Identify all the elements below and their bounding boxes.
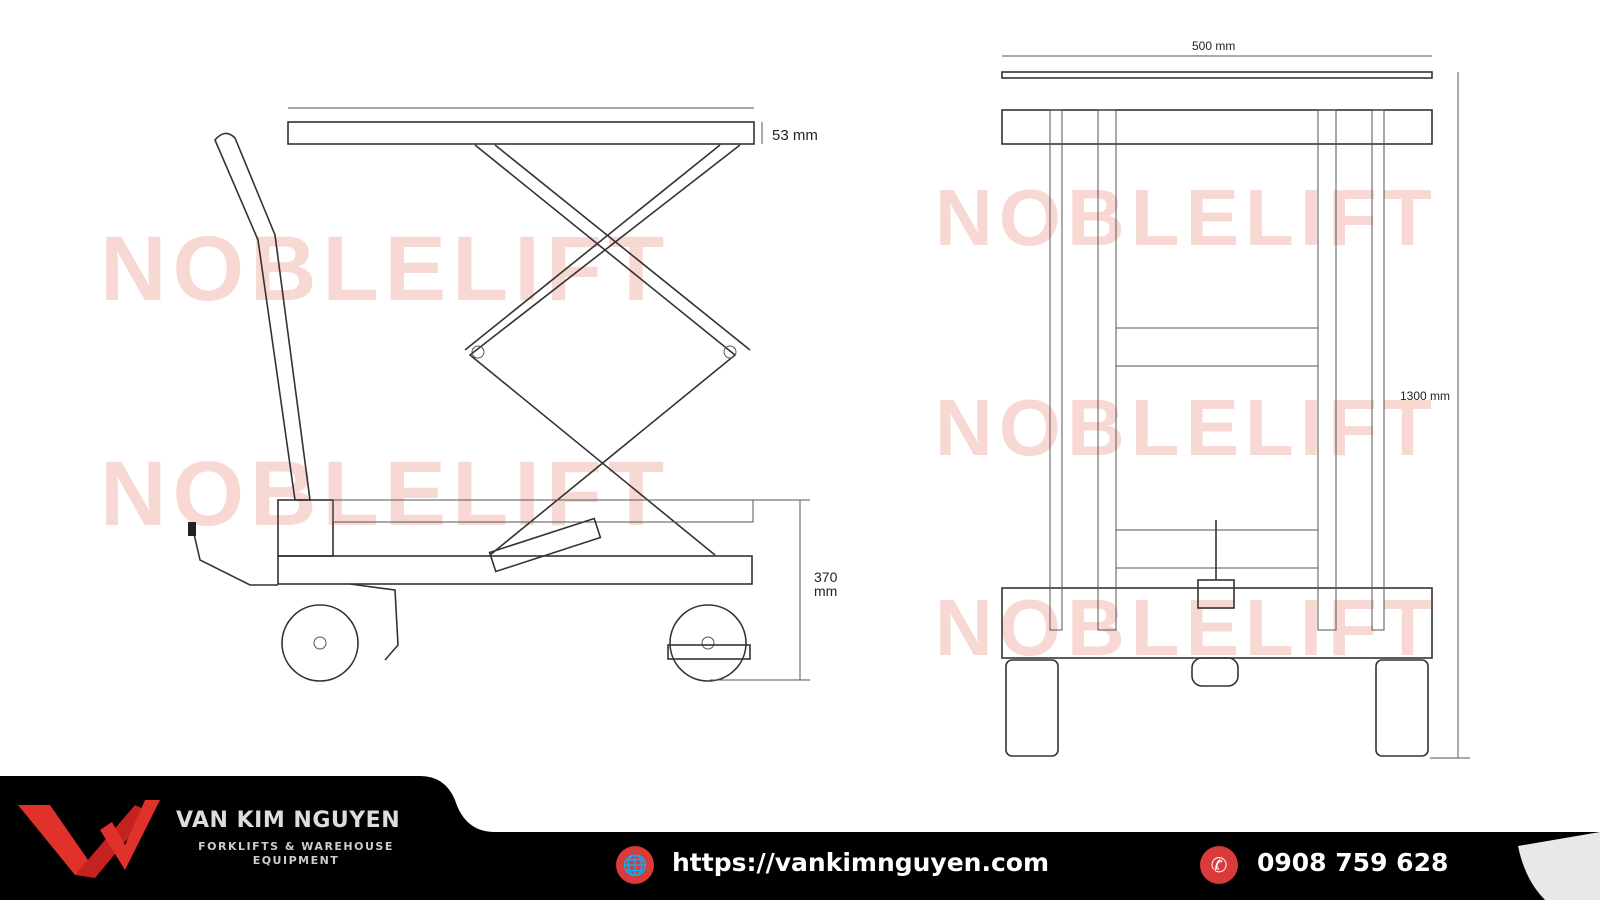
dim-length: 1300 mm [1400, 389, 1450, 403]
left-wheel [1005, 659, 1059, 757]
watermark: NOBLELIFT [100, 218, 670, 320]
page-curl [1518, 832, 1600, 900]
watermark: NOBLELIFT [935, 383, 1438, 472]
front-wheel [669, 604, 747, 682]
dim-lowered-height-unit: mm [814, 583, 837, 599]
watermark: NOBLELIFT [935, 173, 1438, 262]
base-frame [277, 555, 753, 585]
watermark: NOBLELIFT [935, 583, 1438, 672]
platform [287, 121, 755, 145]
footer-band [0, 776, 1600, 900]
vkn-logo [18, 800, 160, 878]
front-view: 500 mm 1300 mm [1001, 39, 1470, 759]
rear-wheel [281, 604, 359, 682]
watermark: NOBLELIFT [100, 443, 670, 545]
right-wheel [1375, 659, 1429, 757]
side-view: 53 mm 370 mm [188, 107, 838, 682]
dim-width: 500 mm [1192, 39, 1235, 53]
watermark-group: NOBLELIFT NOBLELIFT NOBLELIFT NOBLELIFT … [100, 173, 1438, 672]
dim-lowered-height-value: 370 [814, 569, 838, 585]
dim-platform-thickness: 53 mm [772, 127, 818, 144]
